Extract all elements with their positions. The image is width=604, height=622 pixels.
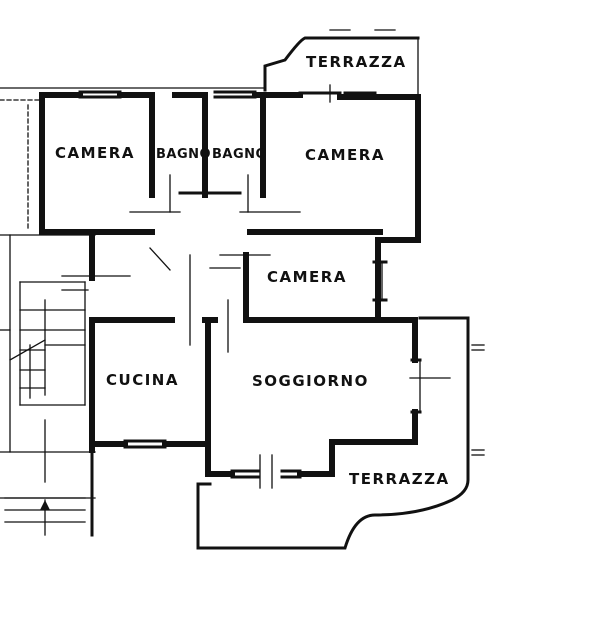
interior-walls bbox=[89, 92, 451, 489]
exterior-walls bbox=[39, 90, 422, 537]
room-label-terrazza-bottom: TERRAZZA bbox=[349, 470, 450, 488]
room-label-camera-right: CAMERA bbox=[305, 146, 385, 164]
terrace-top bbox=[263, 29, 420, 103]
stairwell bbox=[0, 234, 131, 536]
neighbour-boundary bbox=[0, 87, 266, 229]
room-label-bagno-2: BAGNO bbox=[212, 147, 267, 162]
terrace-bottom bbox=[196, 316, 485, 550]
room-label-soggiorno: SOGGIORNO bbox=[252, 372, 369, 390]
room-label-camera-left: CAMERA bbox=[55, 144, 135, 162]
room-label-terrazza-top: TERRAZZA bbox=[306, 53, 407, 71]
room-label-bagno-1: BAGNO bbox=[156, 147, 211, 162]
room-label-camera-middle: CAMERA bbox=[267, 268, 347, 286]
room-label-cucina: CUCINA bbox=[106, 371, 179, 389]
